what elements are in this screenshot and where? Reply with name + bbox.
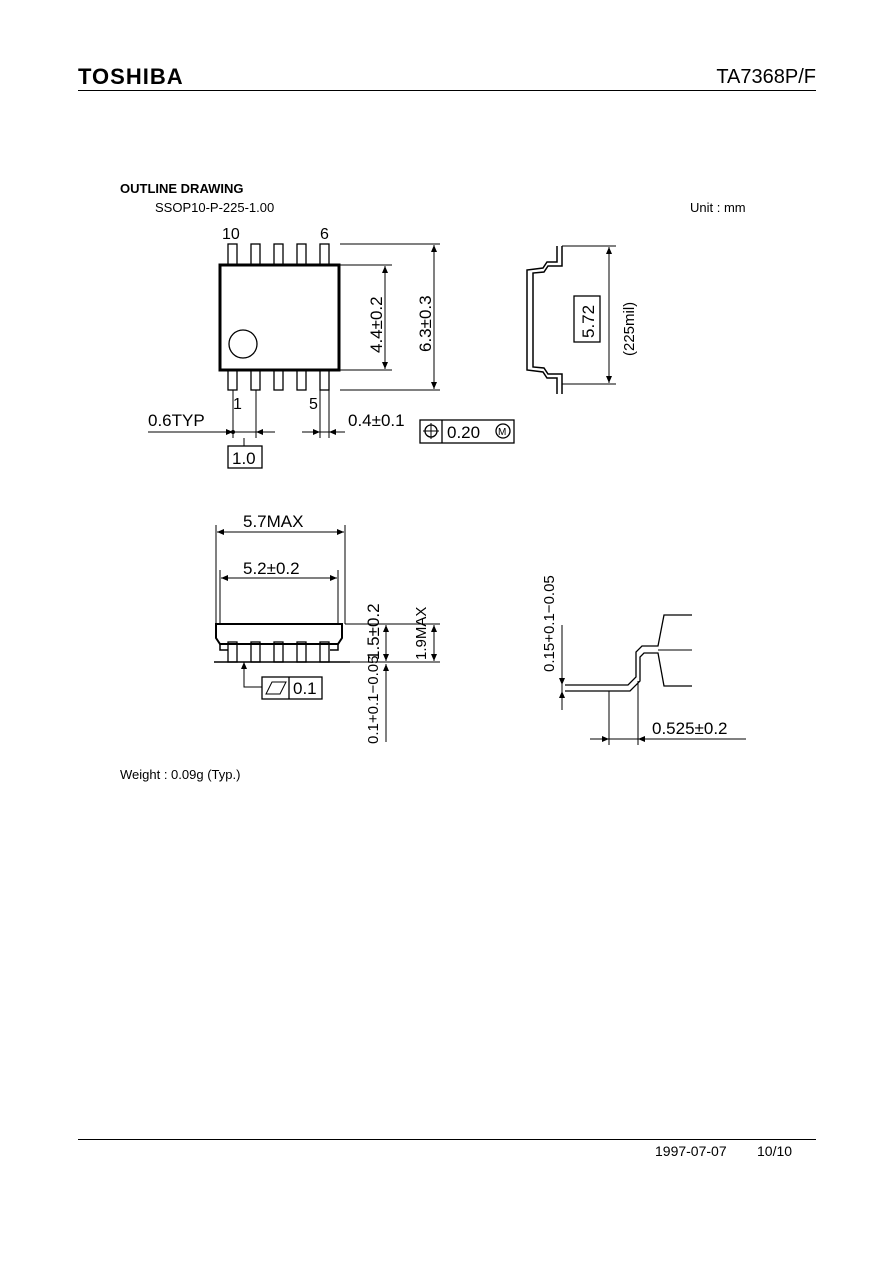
pin-bottom [250, 369, 261, 391]
dim-total-width: 6.3±0.3 [416, 295, 435, 352]
package-code: SSOP10-P-225-1.00 [155, 200, 275, 215]
dim-body-width: 4.4±0.2 [367, 296, 386, 353]
footer-date: 1997-07-07 [655, 1143, 727, 1159]
dim-pitch: 1.0 [232, 449, 256, 468]
dim-lead-length: 0.525±0.2 [652, 719, 728, 738]
pitch-box [227, 445, 263, 469]
dim-lead-width: 0.4±0.1 [348, 411, 405, 430]
end-dim-box [573, 295, 601, 343]
pin-top [250, 243, 261, 266]
flatness-symbol-icon [265, 681, 287, 695]
pin-top [296, 243, 307, 266]
dim-thickness: 0.15+0.1−0.05 [541, 575, 558, 672]
dim-pin-width: 0.6TYP [148, 411, 205, 430]
outline-title: OUTLINE DRAWING [120, 181, 244, 196]
pin-top [227, 243, 238, 266]
pin-label-5: 5 [309, 396, 318, 413]
pin-bottom [319, 369, 330, 391]
weight-note: Weight : 0.09g (Typ.) [120, 767, 241, 782]
brand-logo: TOSHIBA [78, 64, 184, 89]
unit-label: Unit : mm [690, 200, 746, 215]
dim-max-length: 5.7MAX [243, 512, 303, 531]
top-view: 10 6 1 5 4.4±0.2 6.3±0.3 0.6TYP 1.0 0.4±… [148, 226, 515, 469]
dim-boxed: 5.72 [579, 305, 598, 338]
pin-bottom [227, 369, 238, 391]
dim-mil: (225mil) [621, 302, 638, 356]
pin-label-10: 10 [222, 226, 240, 243]
footer-rule [78, 1139, 816, 1140]
pin1-marker [228, 329, 258, 359]
dim-standoff: 0.1+0.1−0.05 [365, 656, 382, 744]
pin-bottom [273, 369, 284, 391]
pin-label-1: 1 [233, 396, 242, 413]
position-tolerance: 0.20 [447, 423, 480, 442]
flatness-frame [261, 676, 323, 700]
header-rule [78, 90, 816, 91]
position-tolerance-frame [419, 419, 515, 444]
pin-label-6: 6 [320, 226, 329, 243]
end-view: 5.72 (225mil) [526, 245, 638, 394]
side-view: 5.7MAX 5.2±0.2 1.5±0.2 1.9MAX 0.1+0.1−0.… [214, 512, 440, 744]
package-body [218, 263, 341, 372]
lead-detail: 0.15+0.1−0.05 0.525±0.2 [541, 575, 746, 745]
flatness-value: 0.1 [293, 679, 317, 698]
pin-top [273, 243, 284, 266]
position-modifier: M [498, 427, 506, 438]
dim-body-length: 5.2±0.2 [243, 559, 300, 578]
dim-max-height: 1.9MAX [413, 607, 430, 660]
dim-body-height: 1.5±0.2 [364, 603, 383, 660]
part-number: TA7368P/F [716, 66, 816, 88]
footer-page: 10/10 [757, 1143, 793, 1159]
pin-top [319, 243, 330, 266]
pin-bottom [296, 369, 307, 391]
